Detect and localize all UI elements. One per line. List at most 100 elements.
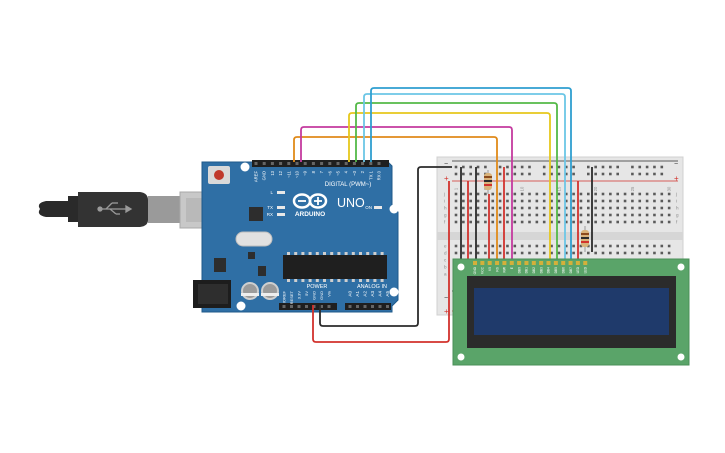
breadboard-hole[interactable] [594,220,597,224]
breadboard-hole[interactable] [564,199,568,203]
breadboard-hole[interactable] [535,213,539,217]
breadboard-hole[interactable] [528,220,531,224]
breadboard-hole[interactable] [462,244,465,248]
breadboard-hole[interactable] [491,213,495,217]
lcd-pin[interactable] [480,261,485,265]
breadboard-hole[interactable] [454,251,458,255]
breadboard-hole[interactable] [601,220,605,224]
breadboard-hole[interactable] [491,206,495,210]
rail-hole[interactable] [454,165,458,169]
breadboard-hole[interactable] [616,199,619,203]
breadboard-hole[interactable] [594,199,597,203]
breadboard-hole[interactable] [609,251,612,255]
breadboard-hole[interactable] [572,244,575,248]
lcd-pin[interactable] [487,261,492,265]
breadboard-hole[interactable] [609,220,612,224]
breadboard-hole[interactable] [498,220,502,224]
breadboard-hole[interactable] [476,220,480,224]
breadboard-hole[interactable] [623,199,627,203]
rail-hole[interactable] [587,172,590,176]
rail-hole[interactable] [462,165,465,169]
breadboard-hole[interactable] [579,220,583,224]
breadboard-hole[interactable] [550,244,553,248]
breadboard-hole[interactable] [528,199,531,203]
breadboard-hole[interactable] [564,192,568,196]
lcd-pin[interactable] [517,261,522,265]
lcd-pin[interactable] [583,261,588,265]
rail-hole[interactable] [653,165,656,169]
breadboard-hole[interactable] [550,251,553,255]
breadboard-hole[interactable] [506,213,509,217]
breadboard-hole[interactable] [638,244,642,248]
breadboard-hole[interactable] [667,244,671,248]
breadboard-hole[interactable] [609,244,612,248]
breadboard-hole[interactable] [638,220,642,224]
breadboard-hole[interactable] [542,192,546,196]
rail-hole[interactable] [557,172,561,176]
breadboard-hole[interactable] [520,251,524,255]
breadboard-hole[interactable] [506,199,509,203]
breadboard-hole[interactable] [667,251,671,255]
breadboard-hole[interactable] [557,213,561,217]
header-pin-hole[interactable] [290,305,293,308]
rail-hole[interactable] [528,165,531,169]
rail-hole[interactable] [572,165,575,169]
breadboard-hole[interactable] [520,244,524,248]
header-pin-hole[interactable] [279,162,283,165]
breadboard-hole[interactable] [476,199,480,203]
breadboard-hole[interactable] [506,192,509,196]
breadboard-hole[interactable] [528,206,531,210]
rail-hole[interactable] [631,172,634,176]
breadboard-hole[interactable] [550,199,553,203]
rail-hole[interactable] [601,172,605,176]
breadboard-hole[interactable] [513,213,517,217]
rail-hole[interactable] [513,172,517,176]
header-pin-hole[interactable] [377,162,381,165]
rail-hole[interactable] [498,172,502,176]
breadboard-hole[interactable] [653,251,656,255]
breadboard-hole[interactable] [454,206,458,210]
breadboard-hole[interactable] [520,220,524,224]
breadboard-hole[interactable] [491,251,495,255]
breadboard-hole[interactable] [638,192,642,196]
rail-hole[interactable] [594,172,597,176]
breadboard-hole[interactable] [557,199,561,203]
breadboard-hole[interactable] [528,192,531,196]
breadboard-hole[interactable] [462,213,465,217]
header-pin-hole[interactable] [262,162,266,165]
rail-hole[interactable] [645,172,649,176]
breadboard-hole[interactable] [645,251,649,255]
breadboard-hole[interactable] [528,251,531,255]
breadboard-hole[interactable] [587,199,590,203]
breadboard-hole[interactable] [660,206,664,210]
breadboard-hole[interactable] [609,192,612,196]
breadboard-hole[interactable] [631,206,634,210]
breadboard-hole[interactable] [645,199,649,203]
breadboard-hole[interactable] [667,213,671,217]
rail-hole[interactable] [557,165,561,169]
rail-hole[interactable] [520,165,524,169]
rail-hole[interactable] [550,165,553,169]
breadboard-hole[interactable] [469,192,472,196]
breadboard-hole[interactable] [653,213,656,217]
header-pin-hole[interactable] [327,305,331,308]
header-pin-hole[interactable] [287,162,291,165]
header-pin-hole[interactable] [311,162,315,165]
breadboard-hole[interactable] [454,199,458,203]
breadboard-hole[interactable] [660,192,664,196]
breadboard-hole[interactable] [535,192,539,196]
breadboard-hole[interactable] [594,213,597,217]
lcd-pin[interactable] [495,261,500,265]
rail-hole[interactable] [542,165,546,169]
header-pin-hole[interactable] [305,305,308,308]
breadboard-hole[interactable] [491,199,495,203]
rail-hole[interactable] [550,172,553,176]
rail-hole[interactable] [616,165,619,169]
header-pin-hole[interactable] [369,162,373,165]
breadboard-hole[interactable] [469,199,472,203]
breadboard-hole[interactable] [469,220,472,224]
breadboard-hole[interactable] [513,192,517,196]
lcd-pin[interactable] [553,261,558,265]
rail-hole[interactable] [528,172,531,176]
breadboard-hole[interactable] [542,251,546,255]
